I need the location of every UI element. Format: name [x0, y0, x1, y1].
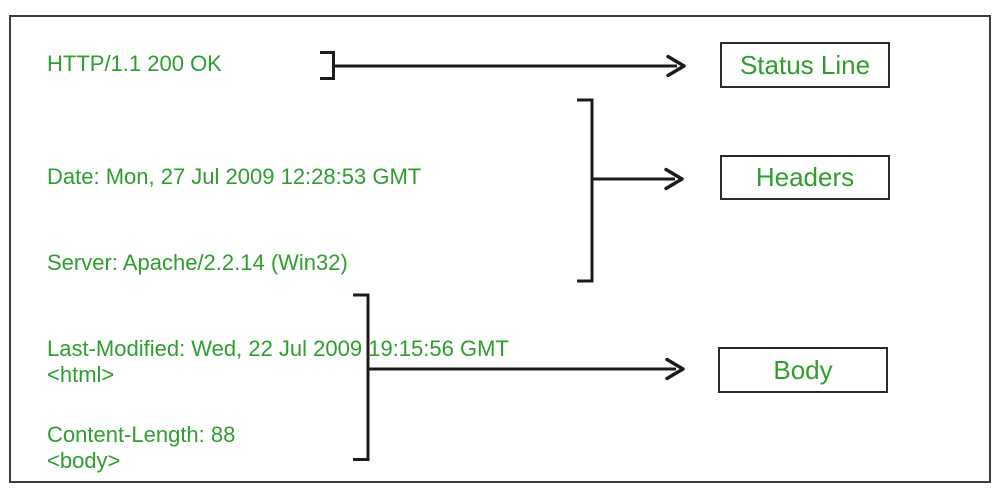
headers-label: Headers	[755, 162, 855, 192]
headers-arrow	[592, 167, 684, 191]
body-bracket	[353, 293, 370, 461]
status-line-arrow	[333, 54, 686, 78]
status-line-label: Status Line	[739, 49, 871, 80]
diagram-border	[9, 15, 991, 483]
status-line-label-box: Status Line	[720, 42, 890, 88]
body-line: <body>	[47, 447, 121, 473]
header-line-last-modified: Last-Modified: Wed, 22 Jul 2009 19:15:56…	[47, 335, 509, 361]
body-label: Body	[773, 354, 833, 385]
status-line-bracket	[320, 51, 335, 80]
status-line-text: HTTP/1.1 200 OK	[47, 51, 222, 76]
body-line: <html>	[47, 362, 115, 388]
body-label-box: Body	[718, 347, 888, 393]
headers-block: Date: Mon, 27 Jul 2009 12:28:53 GMT Serv…	[47, 106, 509, 499]
headers-label-box: Headers	[720, 155, 890, 200]
body-arrow	[368, 357, 685, 381]
header-line-content-length: Content-Length: 88	[47, 421, 236, 447]
body-block: <html> <body> <h1>Hello, World!</h1> </b…	[47, 304, 279, 499]
headers-bracket	[577, 98, 594, 283]
header-line-date: Date: Mon, 27 Jul 2009 12:28:53 GMT	[47, 164, 422, 190]
header-line-server: Server: Apache/2.2.14 (Win32)	[47, 249, 348, 275]
